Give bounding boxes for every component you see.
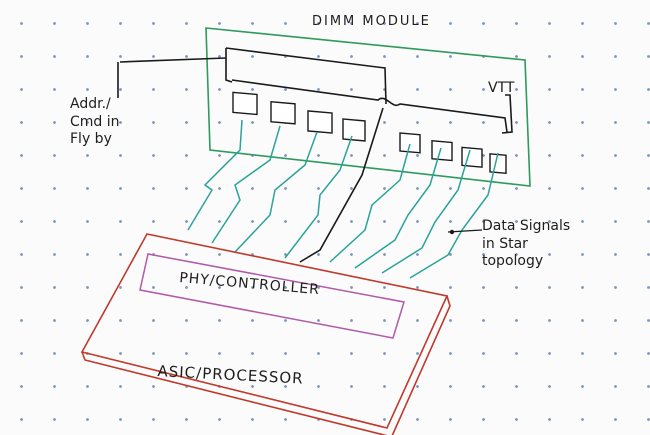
dimm-module-label: DIMM MODULE xyxy=(312,14,431,29)
addr-label-line: Addr./ xyxy=(70,96,111,112)
addr-label-line: Cmd in xyxy=(70,113,120,130)
vtt-label: VTT xyxy=(488,80,515,96)
data-signals-label: Data Signals in Star topology xyxy=(482,218,602,271)
addr-label-line: Fly by xyxy=(70,131,112,147)
dimm-module-outline xyxy=(205,27,531,187)
dram-chip xyxy=(431,140,453,162)
data-label-line: in Star xyxy=(482,235,528,252)
data-signal-lines xyxy=(187,119,499,279)
addr-cmd-drop xyxy=(299,107,384,263)
data-label-line: topology xyxy=(482,253,544,269)
pointer-dot xyxy=(449,229,455,235)
data-label-line: Data Signals xyxy=(482,218,571,234)
asic-processor-block xyxy=(80,233,451,435)
dram-chip xyxy=(307,110,333,134)
dram-chip xyxy=(232,91,258,116)
dram-chip xyxy=(270,100,296,125)
phy-controller-box xyxy=(139,253,405,339)
dram-chip xyxy=(489,153,507,175)
addr-cmd-label: Addr./ Cmd in Fly by xyxy=(70,96,150,149)
addr-cmd-flyby-bus xyxy=(117,47,513,134)
dram-chip xyxy=(342,118,366,142)
dimm-chips xyxy=(232,91,507,175)
dram-chip xyxy=(399,132,421,154)
